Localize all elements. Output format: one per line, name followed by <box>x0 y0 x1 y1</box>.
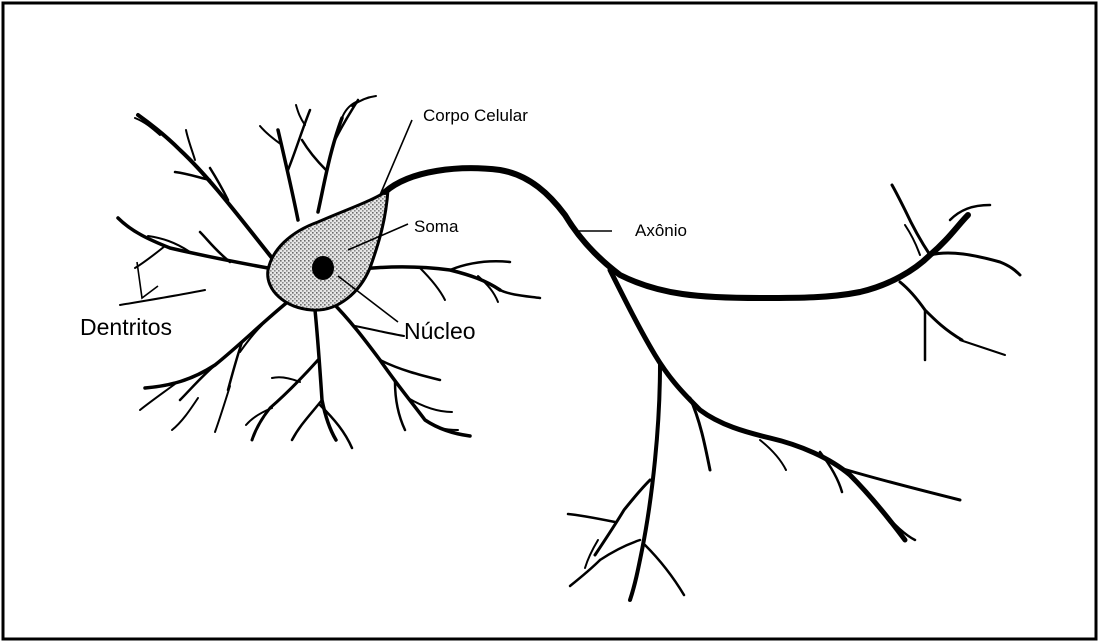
label-cell-body: Corpo Celular <box>423 106 528 125</box>
axon <box>385 168 1020 600</box>
label-nucleus: Núcleo <box>404 318 476 344</box>
nucleus <box>312 256 334 280</box>
label-axon: Axônio <box>635 221 687 240</box>
soma-body <box>268 190 388 310</box>
pointer-dendrites <box>137 262 158 298</box>
label-dendrites: Dentritos <box>80 314 172 340</box>
label-soma: Soma <box>414 217 459 236</box>
